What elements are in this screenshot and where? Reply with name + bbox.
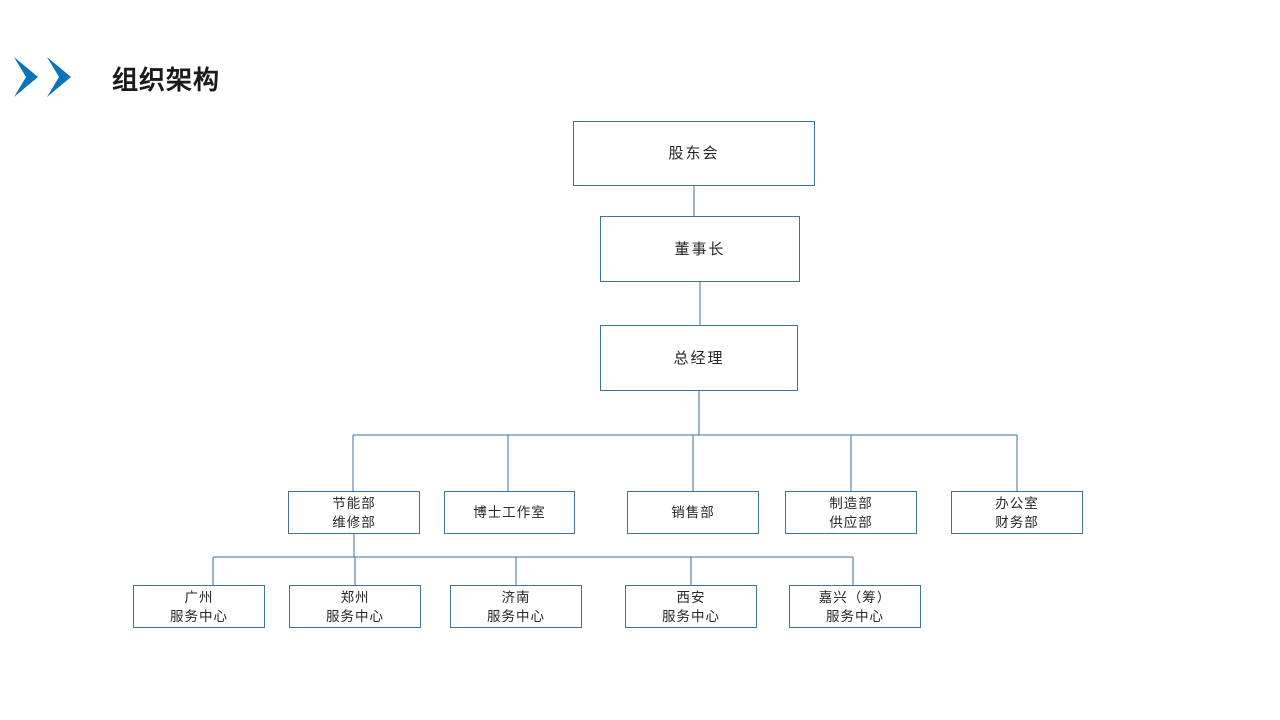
node-center-jinan[interactable]: 济南 服务中心 <box>450 585 582 628</box>
node-dept-doctor-studio[interactable]: 博士工作室 <box>444 491 575 534</box>
node-center-jiaxing[interactable]: 嘉兴（筹） 服务中心 <box>789 585 921 628</box>
node-dept-energy-maintenance[interactable]: 节能部 维修部 <box>288 491 420 534</box>
node-chairman[interactable]: 董事长 <box>600 216 800 282</box>
node-center-zhengzhou[interactable]: 郑州 服务中心 <box>289 585 421 628</box>
node-center-guangzhou[interactable]: 广州 服务中心 <box>133 585 265 628</box>
slide-header: 组织架构 <box>0 0 1280 120</box>
node-dept-sales[interactable]: 销售部 <box>627 491 759 534</box>
page-title: 组织架构 <box>112 65 221 95</box>
double-chevron-right-icon <box>14 57 86 97</box>
node-general-manager[interactable]: 总经理 <box>600 325 798 391</box>
node-center-xian[interactable]: 西安 服务中心 <box>625 585 757 628</box>
node-shareholders[interactable]: 股东会 <box>573 121 815 186</box>
node-dept-office-finance[interactable]: 办公室 财务部 <box>951 491 1083 534</box>
node-dept-manufacturing-supply[interactable]: 制造部 供应部 <box>785 491 917 534</box>
